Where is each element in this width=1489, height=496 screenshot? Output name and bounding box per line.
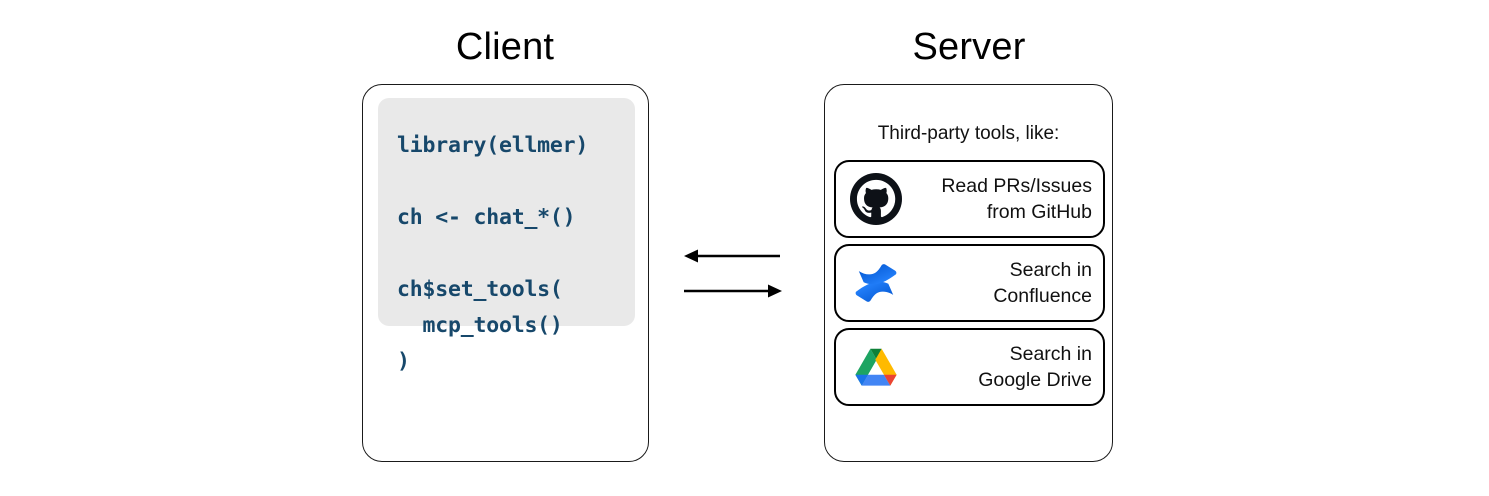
tool-card-confluence[interactable]: Search in Confluence [834, 244, 1105, 322]
client-panel: library(ellmer) ch <- chat_*() ch$set_to… [362, 84, 649, 462]
confluence-icon [849, 256, 903, 310]
client-title: Client [455, 26, 555, 68]
tool-list: Read PRs/Issues from GitHub [834, 160, 1105, 412]
tool-card-github[interactable]: Read PRs/Issues from GitHub [834, 160, 1105, 238]
server-panel: Third-party tools, like: Read PRs/Issues… [824, 84, 1113, 462]
google-drive-icon [849, 340, 903, 394]
github-icon [849, 172, 903, 226]
tool-label-google-drive: Search in Google Drive [978, 343, 1092, 391]
server-subtitle: Third-party tools, like: [877, 123, 1060, 144]
code-snippet: library(ellmer) ch <- chat_*() ch$set_to… [397, 133, 589, 374]
code-block: library(ellmer) ch <- chat_*() ch$set_to… [378, 98, 635, 374]
client-to-server-arrow [684, 284, 782, 298]
server-title: Server [912, 26, 1026, 68]
arrow-group [680, 240, 790, 300]
tool-label-github: Read PRs/Issues from GitHub [941, 175, 1092, 223]
tool-card-google-drive[interactable]: Search in Google Drive [834, 328, 1105, 406]
tool-label-confluence: Search in Confluence [993, 259, 1092, 307]
server-to-client-arrow [684, 249, 780, 263]
